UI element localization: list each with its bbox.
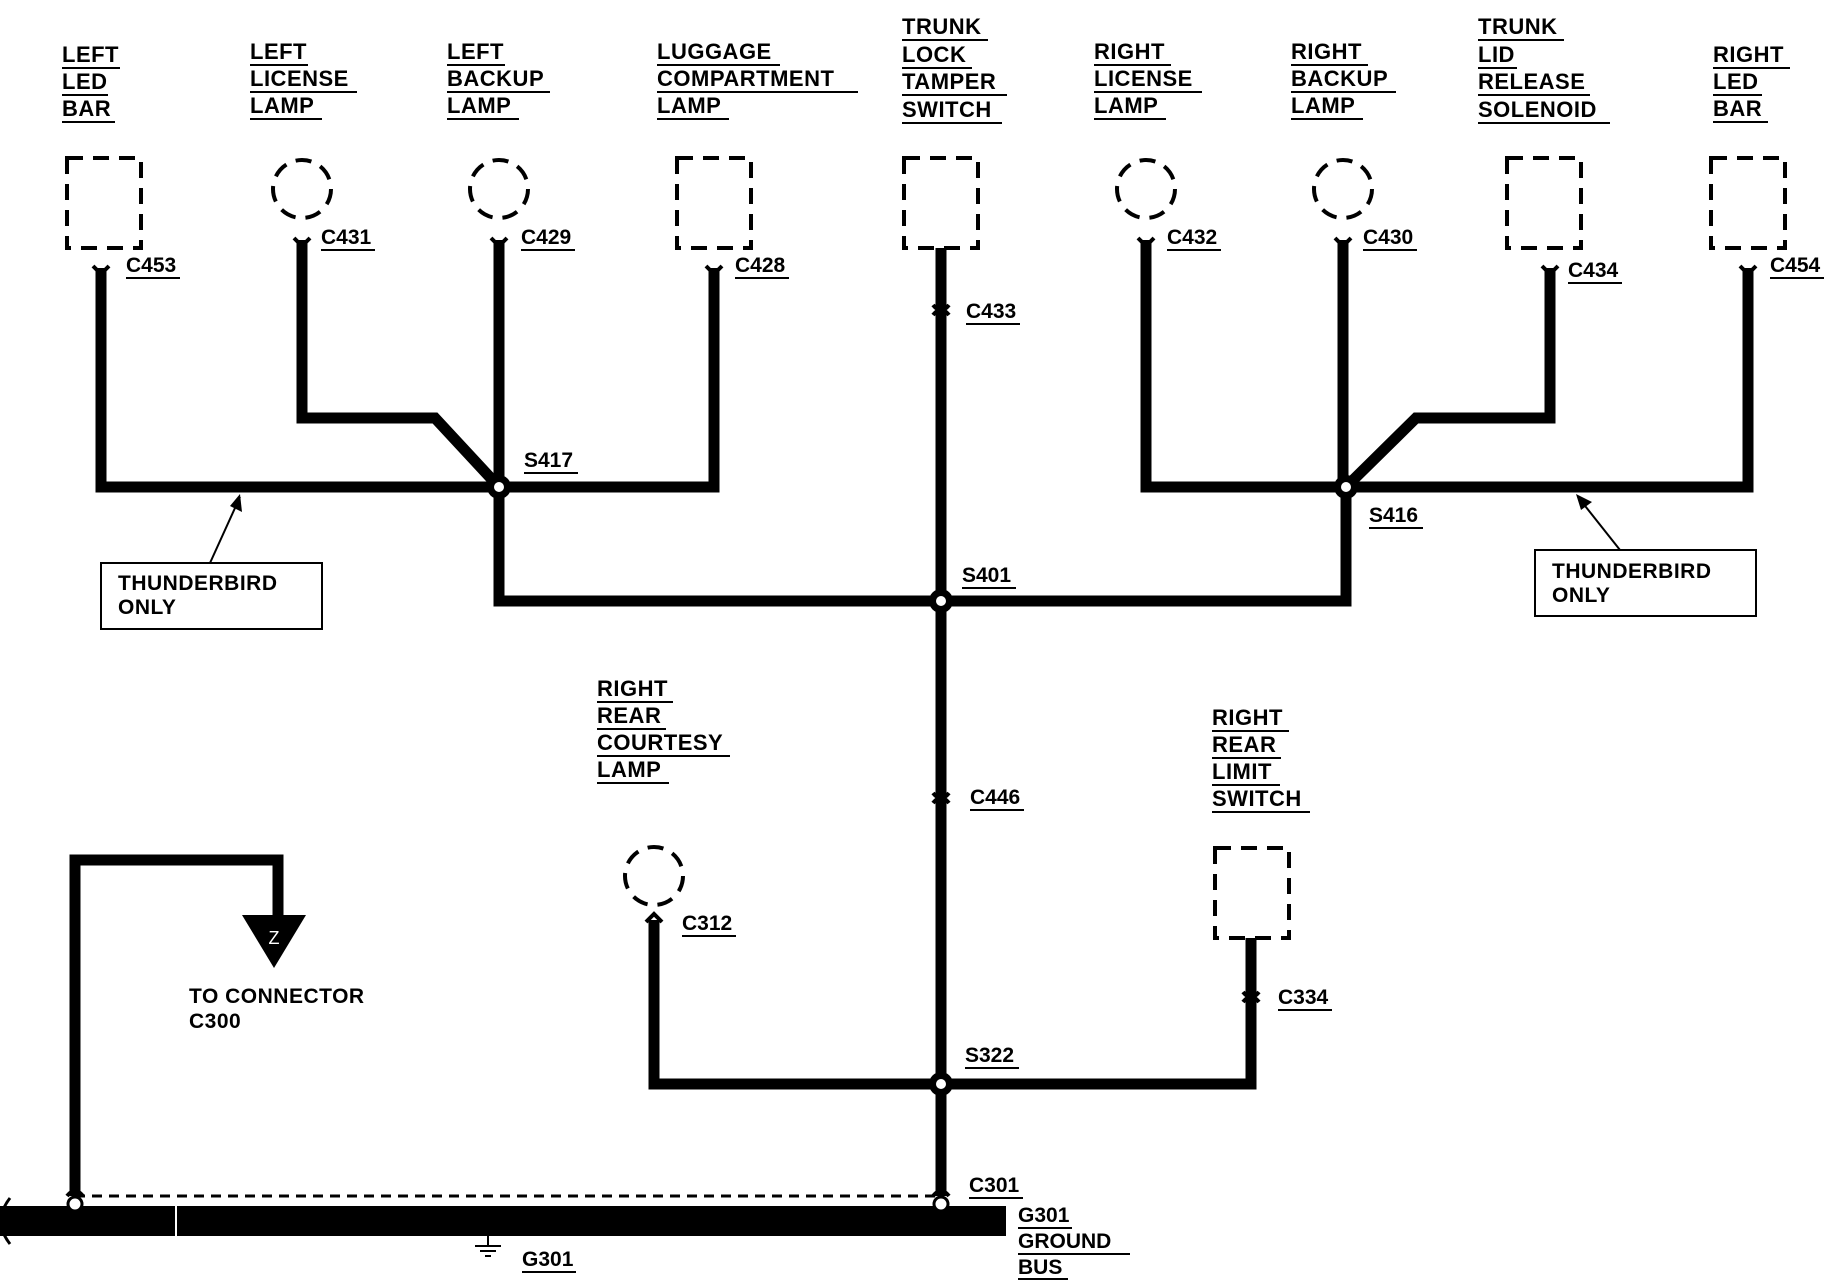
svg-text:BAR: BAR — [1713, 96, 1762, 121]
splice-points — [487, 475, 1358, 1096]
svg-text:C312: C312 — [682, 912, 732, 935]
svg-text:BACKUP: BACKUP — [447, 66, 544, 91]
svg-text:LEFT: LEFT — [62, 42, 119, 67]
label-right-backup-lamp: RIGHT BACKUP LAMP — [1291, 39, 1396, 120]
right-license-lamp-symbol — [1115, 158, 1177, 220]
label-left-led-bar: LEFT LED BAR — [62, 42, 120, 123]
svg-text:BUS: BUS — [1018, 1256, 1062, 1279]
ground-symbol-icon — [475, 1236, 501, 1257]
svg-text:S416: S416 — [1369, 504, 1418, 527]
connector-symbols — [65, 236, 1758, 1198]
svg-text:TO CONNECTOR: TO CONNECTOR — [189, 985, 365, 1008]
svg-text:THUNDERBIRD: THUNDERBIRD — [1552, 560, 1712, 583]
left-backup-lamp-symbol — [468, 158, 530, 220]
svg-text:SWITCH: SWITCH — [1212, 786, 1302, 811]
to-connector-c300: Z TO CONNECTOR C300 — [189, 915, 365, 1033]
svg-text:TRUNK: TRUNK — [1478, 14, 1558, 39]
svg-text:GROUND: GROUND — [1018, 1230, 1111, 1253]
svg-text:LID: LID — [1478, 42, 1515, 67]
svg-text:C432: C432 — [1167, 226, 1217, 249]
svg-text:LICENSE: LICENSE — [250, 66, 349, 91]
svg-text:C453: C453 — [126, 254, 176, 277]
svg-text:RIGHT: RIGHT — [597, 676, 668, 701]
ground-point-label: G301 — [522, 1248, 574, 1271]
svg-text:SOLENOID: SOLENOID — [1478, 97, 1597, 122]
svg-text:LEFT: LEFT — [250, 39, 307, 64]
trunk-lock-switch-box — [902, 156, 980, 250]
left-led-bar-box — [65, 156, 143, 250]
wires — [69, 240, 1754, 1196]
right-rear-limit-switch-box — [1213, 846, 1291, 940]
left-license-lamp-symbol — [271, 158, 333, 220]
svg-text:C300: C300 — [189, 1010, 241, 1033]
svg-text:LED: LED — [62, 69, 108, 94]
svg-text:REAR: REAR — [597, 703, 661, 728]
ground-bus: G301 GROUND BUS — [0, 1194, 1130, 1280]
right-led-bar-box — [1709, 156, 1787, 250]
svg-text:C428: C428 — [735, 254, 786, 277]
label-trunk-lid-release-solenoid: TRUNK LID RELEASE SOLENOID — [1478, 14, 1610, 124]
svg-text:C430: C430 — [1363, 226, 1413, 249]
svg-text:TRUNK: TRUNK — [902, 14, 982, 39]
svg-text:RIGHT: RIGHT — [1713, 42, 1784, 67]
svg-text:C301: C301 — [969, 1174, 1020, 1197]
svg-text:C446: C446 — [970, 786, 1020, 809]
svg-text:SWITCH: SWITCH — [902, 97, 992, 122]
right-backup-lamp-symbol — [1312, 158, 1374, 220]
svg-text:RELEASE: RELEASE — [1478, 69, 1585, 94]
svg-text:THUNDERBIRD: THUNDERBIRD — [118, 572, 278, 595]
connector-labels: C453 C431 C429 C428 C433 C432 C430 C434 … — [126, 226, 1824, 1199]
svg-text:COURTESY: COURTESY — [597, 730, 723, 755]
svg-text:RIGHT: RIGHT — [1212, 705, 1283, 730]
svg-text:Z: Z — [269, 928, 280, 948]
svg-text:G301: G301 — [1018, 1204, 1070, 1227]
svg-text:BACKUP: BACKUP — [1291, 66, 1388, 91]
svg-text:C433: C433 — [966, 300, 1016, 323]
label-right-license-lamp: RIGHT LICENSE LAMP — [1094, 39, 1202, 120]
svg-text:LOCK: LOCK — [902, 42, 966, 67]
svg-text:C431: C431 — [321, 226, 372, 249]
svg-text:LAMP: LAMP — [1291, 93, 1355, 118]
svg-text:LICENSE: LICENSE — [1094, 66, 1193, 91]
label-right-rear-courtesy-lamp: RIGHT REAR COURTESY LAMP — [597, 676, 730, 784]
label-trunk-lock-tamper-switch: TRUNK LOCK TAMPER SWITCH — [902, 14, 1007, 124]
note-thunderbird-right: THUNDERBIRD ONLY — [1534, 494, 1757, 617]
luggage-lamp-box — [675, 156, 753, 250]
label-right-rear-limit-switch: RIGHT REAR LIMIT SWITCH — [1212, 705, 1310, 813]
svg-text:LED: LED — [1713, 69, 1759, 94]
svg-text:C454: C454 — [1770, 254, 1821, 277]
svg-text:C434: C434 — [1568, 259, 1619, 282]
svg-text:LAMP: LAMP — [250, 93, 314, 118]
connector-z-arrow-icon — [242, 915, 306, 968]
svg-text:RIGHT: RIGHT — [1094, 39, 1165, 64]
trunk-lid-solenoid-box — [1505, 156, 1583, 250]
svg-text:C429: C429 — [521, 226, 571, 249]
svg-text:BAR: BAR — [62, 96, 111, 121]
svg-text:LAMP: LAMP — [657, 93, 721, 118]
label-luggage-compartment-lamp: LUGGAGE COMPARTMENT LAMP — [657, 39, 858, 120]
svg-text:ONLY: ONLY — [118, 596, 176, 619]
svg-text:LUGGAGE: LUGGAGE — [657, 39, 772, 64]
label-left-license-lamp: LEFT LICENSE LAMP — [250, 39, 357, 120]
svg-text:S322: S322 — [965, 1044, 1014, 1067]
svg-text:LIMIT: LIMIT — [1212, 759, 1272, 784]
svg-text:S401: S401 — [962, 564, 1011, 587]
label-right-led-bar: RIGHT LED BAR — [1713, 42, 1790, 123]
svg-text:COMPARTMENT: COMPARTMENT — [657, 66, 834, 91]
svg-text:S417: S417 — [524, 449, 573, 472]
svg-text:LEFT: LEFT — [447, 39, 504, 64]
svg-text:REAR: REAR — [1212, 732, 1276, 757]
note-thunderbird-left: THUNDERBIRD ONLY — [100, 494, 323, 630]
svg-text:RIGHT: RIGHT — [1291, 39, 1362, 64]
svg-text:LAMP: LAMP — [447, 93, 511, 118]
svg-text:ONLY: ONLY — [1552, 584, 1610, 607]
svg-text:LAMP: LAMP — [597, 757, 661, 782]
right-rear-courtesy-lamp-symbol — [623, 845, 685, 907]
svg-text:TAMPER: TAMPER — [902, 69, 996, 94]
label-left-backup-lamp: LEFT BACKUP LAMP — [447, 39, 550, 120]
svg-text:C334: C334 — [1278, 986, 1329, 1009]
svg-text:LAMP: LAMP — [1094, 93, 1158, 118]
